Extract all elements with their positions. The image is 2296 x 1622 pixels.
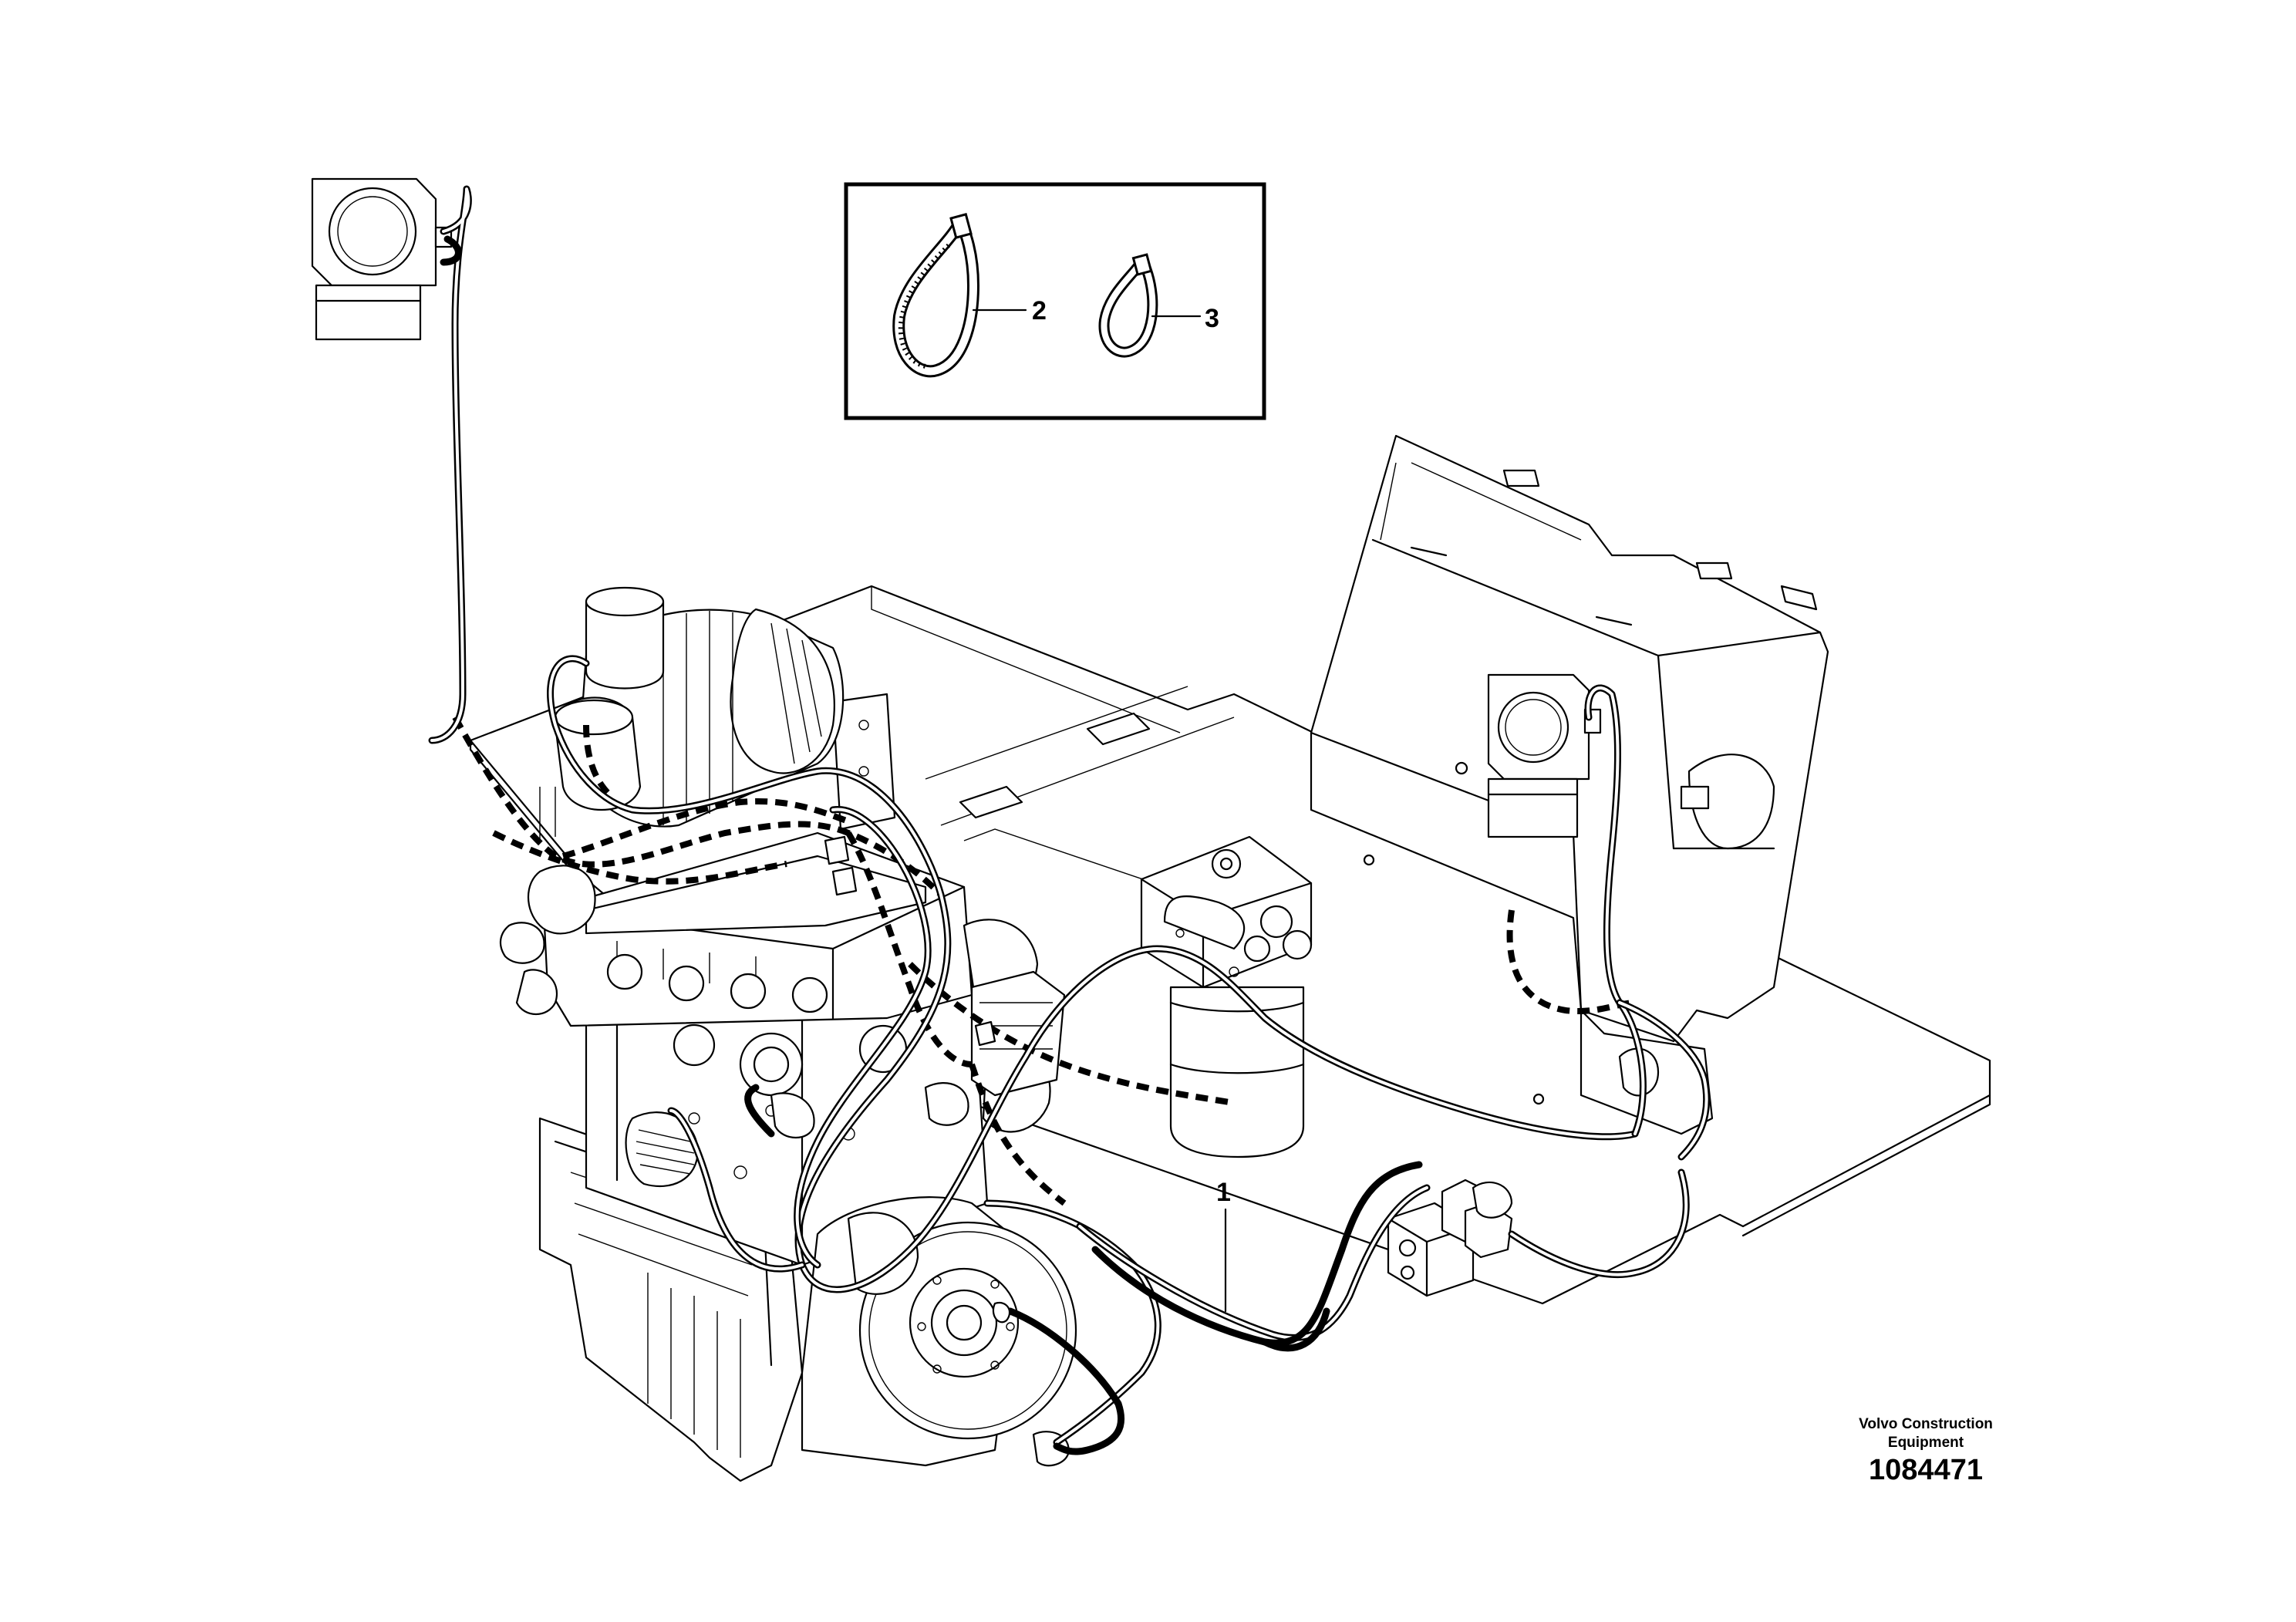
- harness-visible-run: [428, 185, 1711, 1455]
- manufacturer-name-line2: Equipment: [1888, 1435, 1964, 1451]
- manufacturer-name-line1: Volvo Construction: [1859, 1416, 1993, 1432]
- cable-tie-large-icon: [892, 213, 1027, 378]
- wiring-harness: [428, 185, 1711, 1455]
- callout-1: 1: [1216, 1178, 1231, 1207]
- callout-2: 2: [1032, 296, 1047, 325]
- air-cleaner: [554, 586, 845, 828]
- work-lamp-left: [311, 177, 453, 341]
- solenoid-valve: [1387, 1179, 1513, 1297]
- callout-3: 3: [1205, 304, 1219, 333]
- cable-tie-small-icon: [1098, 253, 1202, 358]
- work-lamp-right: [1487, 673, 1602, 838]
- hydraulic-filter: [1140, 835, 1313, 1158]
- harness-hidden-run: [452, 716, 1636, 1206]
- drawing-number: 1084471: [1869, 1454, 1983, 1486]
- cable-tie-detail-box: 2 3: [844, 182, 1266, 420]
- hinge: [959, 712, 1151, 819]
